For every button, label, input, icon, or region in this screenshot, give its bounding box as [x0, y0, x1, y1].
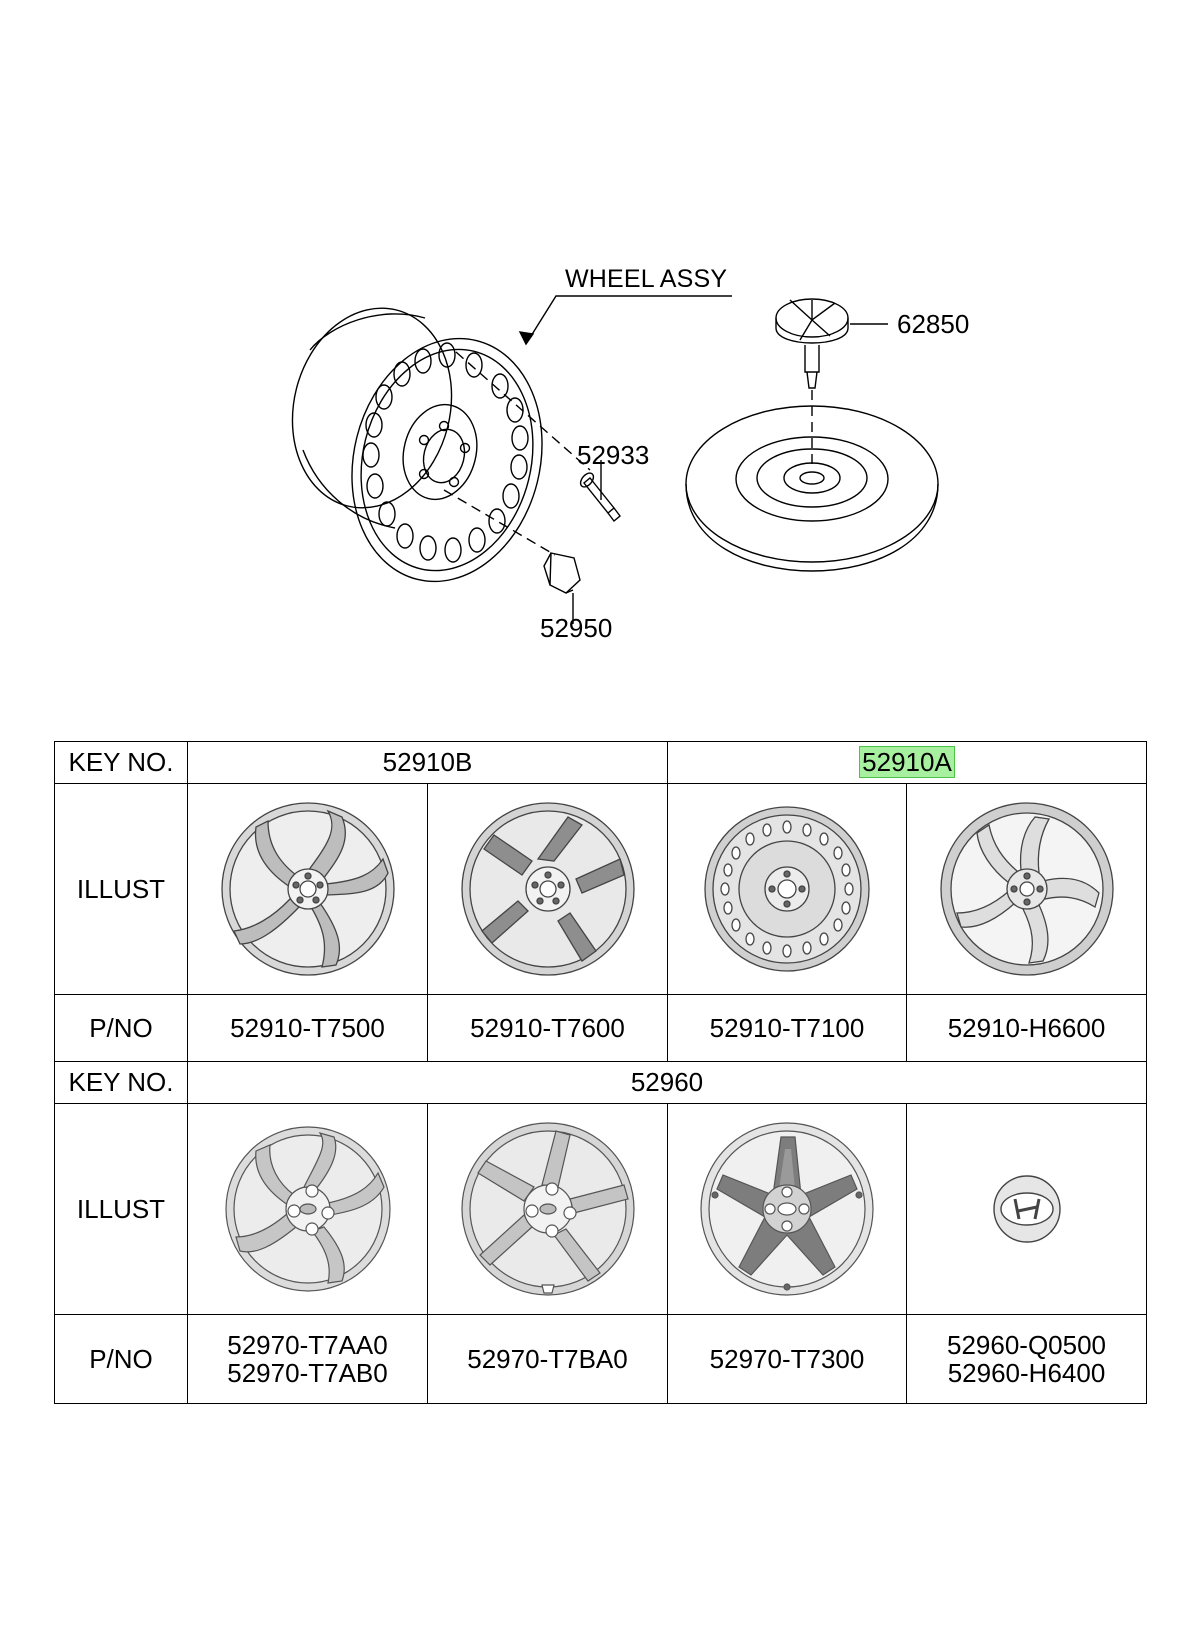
highlighted-key[interactable]: 52910A — [859, 746, 955, 778]
table-row: P/NO 52970-T7AA0 52970-T7AB0 52970-T7BA0… — [54, 1314, 1147, 1404]
alloy-wheel-split-spoke-icon[interactable] — [458, 799, 638, 979]
table-row: P/NO 52910-T7500 52910-T7600 52910-T7100… — [54, 994, 1147, 1062]
table-row: ILLUST — [54, 1103, 1147, 1315]
row-label-illust: ILLUST — [54, 1103, 188, 1315]
pno-text: 52960-H6400 — [947, 1358, 1106, 1388]
pno-text: 52960-Q0500 — [946, 1330, 1107, 1360]
wheel-cover-star-icon[interactable] — [697, 1119, 877, 1299]
callout-52950: 52950 — [540, 613, 613, 643]
five-spoke-wheel-icon[interactable] — [937, 799, 1117, 979]
parts-table: KEY NO. 52910B 52910A ILLUST — [54, 741, 1147, 1404]
lug-nut-icon — [543, 552, 581, 594]
table-row: KEY NO. 52910B 52910A — [54, 741, 1147, 784]
row-label-pno: P/NO — [54, 994, 188, 1062]
wheel-cover-blade-icon[interactable] — [458, 1119, 638, 1299]
callout-52933: 52933 — [577, 440, 650, 470]
hyundai-emblem-icon[interactable] — [987, 1169, 1067, 1249]
valve-stem-icon — [579, 472, 621, 523]
pno-cell[interactable]: 52910-T7600 — [427, 994, 668, 1062]
diagram-title: WHEEL ASSY — [565, 265, 728, 293]
pno-text: 52970-T7AA0 — [227, 1330, 388, 1360]
row-label-pno: P/NO — [54, 1314, 188, 1404]
pno-cell[interactable]: 52970-T7AA0 52970-T7AB0 — [187, 1314, 428, 1404]
pno-text: 52970-T7300 — [709, 1344, 865, 1374]
table-row: KEY NO. 52960 — [54, 1061, 1147, 1104]
key-52910a-cell: 52910A — [667, 741, 1147, 784]
steel-wheel-icon[interactable] — [702, 804, 872, 974]
pno-cell[interactable]: 52910-T7100 — [667, 994, 907, 1062]
pno-cell[interactable]: 52910-T7500 — [187, 994, 428, 1062]
steel-wheel-rim-icon — [291, 307, 543, 583]
alloy-wheel-twisted-spoke-icon[interactable] — [218, 799, 398, 979]
key-52910b: 52910B — [187, 741, 668, 784]
spare-tire-clamp-icon — [775, 298, 849, 389]
pno-cell[interactable]: 52970-T7BA0 — [427, 1314, 668, 1404]
row-label-illust: ILLUST — [54, 783, 188, 995]
wheel-cover-swirl-icon[interactable] — [223, 1124, 393, 1294]
key-52960: 52960 — [187, 1061, 1147, 1104]
wheel-assembly-diagram — [291, 295, 939, 624]
spare-tire-icon — [685, 405, 939, 572]
pno-cell[interactable]: 52970-T7300 — [667, 1314, 907, 1404]
row-label-key: KEY NO. — [54, 741, 188, 784]
table-row: ILLUST — [54, 783, 1147, 995]
pno-cell[interactable]: 52910-H6600 — [906, 994, 1147, 1062]
pno-cell[interactable]: 52960-Q0500 52960-H6400 — [906, 1314, 1147, 1404]
row-label-key: KEY NO. — [54, 1061, 188, 1104]
pno-text: 52970-T7AB0 — [227, 1358, 388, 1388]
callout-62850: 62850 — [897, 309, 970, 339]
pno-text: 52970-T7BA0 — [467, 1344, 628, 1374]
